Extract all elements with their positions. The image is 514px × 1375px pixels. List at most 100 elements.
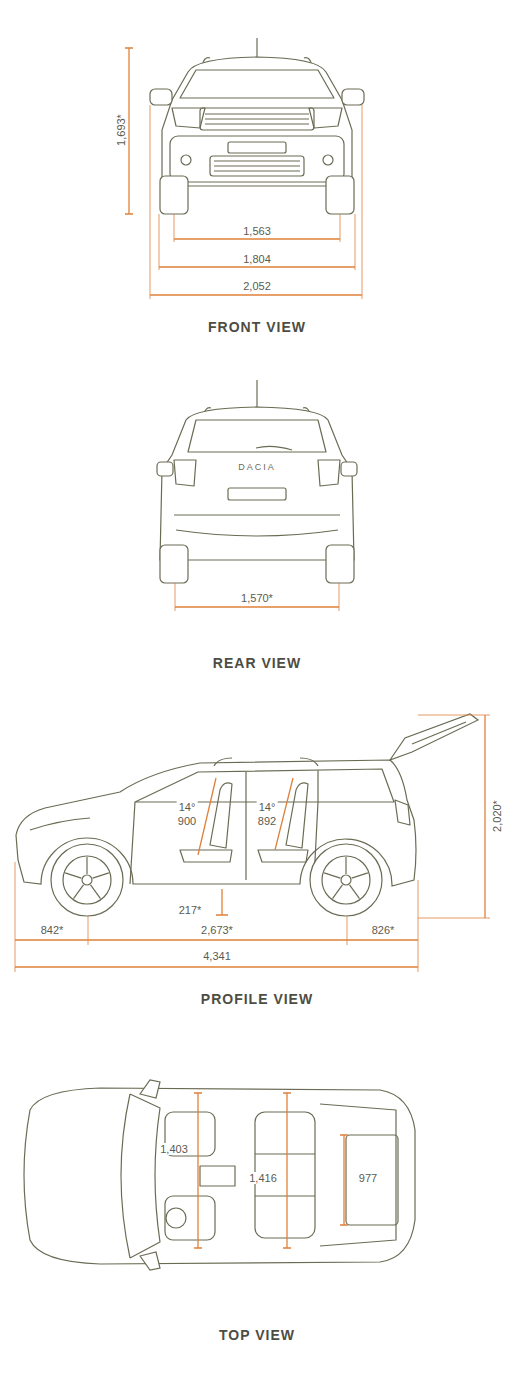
drawing-stroke [346,1135,398,1225]
drawing-stroke [159,266,355,267]
drawing-stroke [216,889,228,915]
drawing-stroke [15,862,418,972]
drawing-stroke [180,70,334,98]
drawing-stroke [162,57,352,186]
drawing-stroke [65,857,368,899]
dimension-label: 977 [357,1172,379,1184]
drawing-stroke [412,722,466,744]
wheel-spoke [332,885,342,899]
dimension-label: 4,341 [201,950,233,962]
drawing-stroke [198,778,216,855]
drawing-stroke [275,778,293,850]
top-view-car [24,1080,415,1270]
drawing-stroke [140,1252,160,1270]
drawing-stroke [15,966,418,967]
drawing-stroke [166,1208,186,1228]
view-title: TOP VIEW [217,1329,297,1341]
dimension-label: 900 [176,815,198,827]
drawing-stroke [205,114,309,124]
dimension-label: 1,403 [158,1143,190,1155]
profile-dimensions [15,715,490,972]
dimension-label: 1,693* [115,112,127,148]
drawing-stroke [15,939,418,940]
drawing-stroke [24,1088,415,1264]
wheel-spoke [73,885,83,899]
drawing-stroke [341,875,351,885]
drawing-stroke [326,176,354,214]
wheel-spoke [352,873,368,878]
dimension-label: 842* [39,924,66,936]
drawing-stroke [82,875,92,885]
drawing-stroke [175,583,339,611]
dimension-label: 2,020* [491,798,503,834]
drawing-stroke [175,606,339,607]
dimension-label: 1,416 [247,1172,279,1184]
drawing-stroke [418,715,490,918]
wheel-spoke [65,873,81,878]
profile-view-car [16,714,478,916]
drawing-stroke [63,856,111,904]
drawing-stroke [140,1080,160,1098]
drawing-stroke [256,38,257,58]
front-view-car [150,38,364,214]
rear-dimensions [175,583,339,611]
dimension-label: 2,673* [199,924,235,936]
wheel-spoke [93,873,109,878]
drawing-stroke [200,1166,235,1186]
drawing-stroke [30,800,410,830]
drawing-stroke [390,714,478,760]
dimension-label: 1,804 [241,253,273,265]
drawing-stroke [326,545,354,583]
drawing-stroke [200,108,314,130]
drawing-stroke [310,844,382,916]
angle-label: 14° [257,801,278,813]
wheel-spoke [324,873,340,878]
drawing-stroke [130,802,318,884]
dimension-label: 2,052 [241,280,273,292]
dimension-label: 1,563 [241,225,273,237]
drawing-stroke [121,1094,160,1258]
drawing-stroke [341,462,357,476]
drawing-stroke [135,769,394,802]
drawing-stroke [228,488,286,500]
drawing-stroke [322,856,370,904]
drawing-stroke [174,460,196,486]
drawing-stroke [340,1135,348,1225]
dimension-label: 826* [370,924,397,936]
wheel-spoke [86,857,87,874]
view-title: REAR VIEW [211,657,303,669]
view-title: PROFILE VIEW [199,993,315,1005]
drawing-stroke [214,161,300,171]
drawing-stroke [160,545,188,583]
drawing-stroke [150,89,172,105]
drawing-stroke [160,176,188,214]
drawing-stroke [181,155,191,165]
drawing-stroke [157,462,173,476]
angle-label: 14° [177,801,198,813]
wheel-spoke [350,885,360,899]
drawing-stroke [150,105,362,299]
drawing-stroke [165,1196,215,1240]
top-dimensions [194,1093,348,1248]
dimension-label: 217* [177,904,204,916]
drawing-stroke [283,1093,291,1248]
drawing-stroke [160,407,354,560]
badge-text: DACIA [237,461,277,473]
drawing-stroke [174,515,340,536]
drawing-stroke [318,460,340,486]
dimension-label: 1,570* [239,592,275,604]
drawing-stroke [51,844,123,916]
drawing-stroke [323,155,333,165]
drawing-stroke [342,89,364,105]
drawing-stroke [228,142,286,153]
drawing-stroke [174,238,340,239]
drawing-stroke [214,758,318,766]
drawing-stroke [210,156,304,176]
front-dimensions [125,48,362,299]
drawing-stroke [150,294,362,295]
drawing-stroke [256,446,292,450]
wheel-spoke [345,857,346,874]
drawing-stroke [484,715,485,918]
